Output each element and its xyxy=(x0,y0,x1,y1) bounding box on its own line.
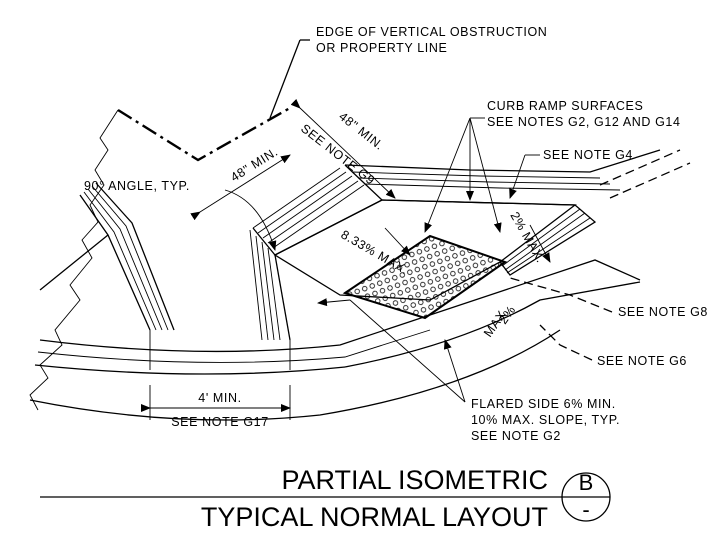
dim-48-min-b: 48" MIN. xyxy=(228,145,280,185)
dim-4-min: 4' MIN. xyxy=(198,391,241,405)
right-flare xyxy=(499,204,597,276)
dimension-48-min-top: 48" MIN. SEE NOTE G9 xyxy=(290,98,396,199)
detail-sheet: - xyxy=(582,497,589,522)
dim-48-min-a: 48" MIN. xyxy=(336,109,386,153)
note-see-g6: SEE NOTE G6 xyxy=(597,354,687,368)
break-line-left xyxy=(29,109,119,411)
note-see-g8: SEE NOTE G8 xyxy=(618,305,708,319)
dim-see-note-g17: SEE NOTE G17 xyxy=(171,415,269,429)
note-curb-line1: CURB RAMP SURFACES xyxy=(487,99,643,113)
title-line2: TYPICAL NORMAL LAYOUT xyxy=(201,502,548,532)
note-flared-line1: FLARED SIDE 6% MIN. xyxy=(471,397,616,411)
left-flare xyxy=(39,182,175,331)
note-flared-line2: 10% MAX. SLOPE, TYP. xyxy=(471,413,620,427)
note-curb-line2: SEE NOTES G2, G12 AND G14 xyxy=(487,115,681,129)
property-line xyxy=(117,39,310,162)
note-flared-line3: SEE NOTE G2 xyxy=(471,429,561,443)
title-line1: PARTIAL ISOMETRIC xyxy=(281,465,548,495)
title-block: PARTIAL ISOMETRIC TYPICAL NORMAL LAYOUT … xyxy=(40,465,611,532)
note-edge-line2: OR PROPERTY LINE xyxy=(316,41,447,55)
dimension-4-min: 4' MIN. SEE NOTE G17 xyxy=(141,385,291,429)
dimension-48-min-left: 48" MIN. xyxy=(190,145,291,221)
gutter-curve xyxy=(29,259,641,421)
ramp-surface xyxy=(273,199,577,320)
note-edge-line1: EDGE OF VERTICAL OBSTRUCTION xyxy=(316,25,547,39)
note-see-g4: SEE NOTE G4 xyxy=(543,148,633,162)
note-angle: 90° ANGLE, TYP. xyxy=(84,179,190,193)
detail-letter: B xyxy=(579,470,594,495)
slope-8-33-label: 8.33% MAX. xyxy=(339,227,411,277)
